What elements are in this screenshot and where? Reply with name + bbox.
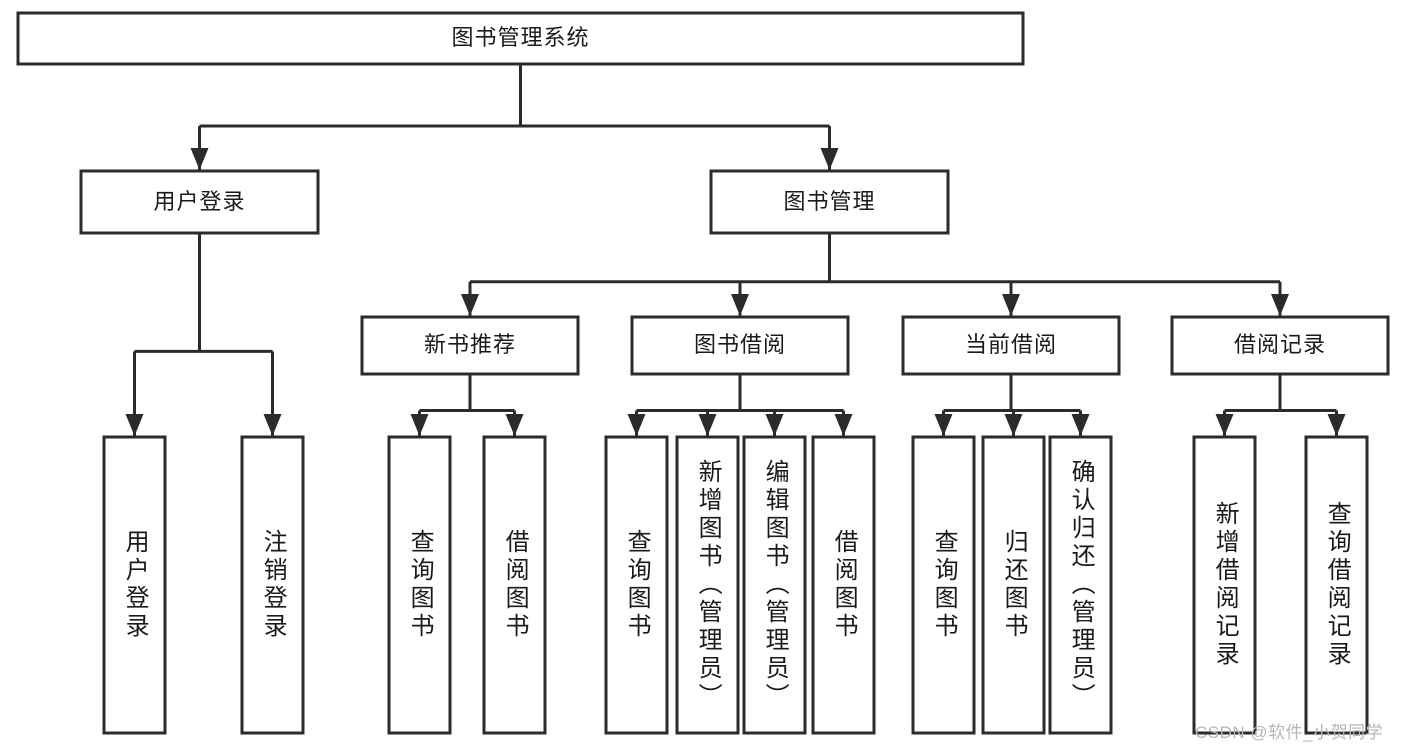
arrow-head-icon [820, 148, 839, 170]
arrow-head-icon [410, 414, 429, 436]
node-box-leaf-logout[interactable] [240, 435, 305, 735]
arrow-head-icon [731, 294, 749, 316]
arrow-head-icon [263, 414, 282, 436]
node-box-leaf-return-book[interactable] [981, 435, 1046, 735]
arrow-head-icon [1004, 414, 1023, 436]
connector-layer [125, 64, 1346, 436]
watermark: CSDN @软件_小贺同学 [1195, 723, 1384, 742]
node-box-leaf-query-book-3[interactable] [911, 435, 976, 735]
node-box-root[interactable] [16, 11, 1025, 66]
arrow-head-icon [190, 148, 209, 170]
arrow-head-icon [698, 414, 717, 436]
node-box-leaf-add-record[interactable] [1192, 435, 1257, 735]
arrow-head-icon [934, 414, 953, 436]
arrow-head-icon [1071, 414, 1090, 436]
node-box-current-borrow[interactable] [901, 315, 1121, 376]
arrow-head-icon [627, 414, 646, 436]
node-box-book-borrow[interactable] [630, 315, 850, 376]
node-box-leaf-confirm-return[interactable] [1048, 435, 1113, 735]
arrow-head-icon [1271, 294, 1289, 316]
arrow-head-icon [834, 414, 853, 436]
node-box-leaf-borrow-book-2[interactable] [811, 435, 876, 735]
node-box-leaf-add-book[interactable] [675, 435, 740, 735]
arrow-head-icon [1327, 414, 1346, 436]
node-box-leaf-query-book-2[interactable] [604, 435, 669, 735]
node-box-new-book-recommend[interactable] [360, 315, 580, 376]
node-box-leaf-query-record[interactable] [1304, 435, 1369, 735]
node-box-leaf-user-login[interactable] [102, 435, 167, 735]
arrow-head-icon [505, 414, 524, 436]
node-box-leaf-edit-book[interactable] [742, 435, 807, 735]
arrow-head-icon [765, 414, 784, 436]
node-box-book-management[interactable] [709, 169, 950, 235]
arrow-head-icon [1002, 294, 1020, 316]
node-box-user-login[interactable] [79, 169, 320, 235]
node-box-leaf-query-book-1[interactable] [387, 435, 452, 735]
arrow-head-icon [1215, 414, 1234, 436]
node-box-borrow-record[interactable] [1170, 315, 1390, 376]
arrow-head-icon [125, 414, 144, 436]
node-box-leaf-borrow-book-1[interactable] [482, 435, 547, 735]
box-layer [16, 11, 1390, 735]
arrow-head-icon [461, 294, 479, 316]
